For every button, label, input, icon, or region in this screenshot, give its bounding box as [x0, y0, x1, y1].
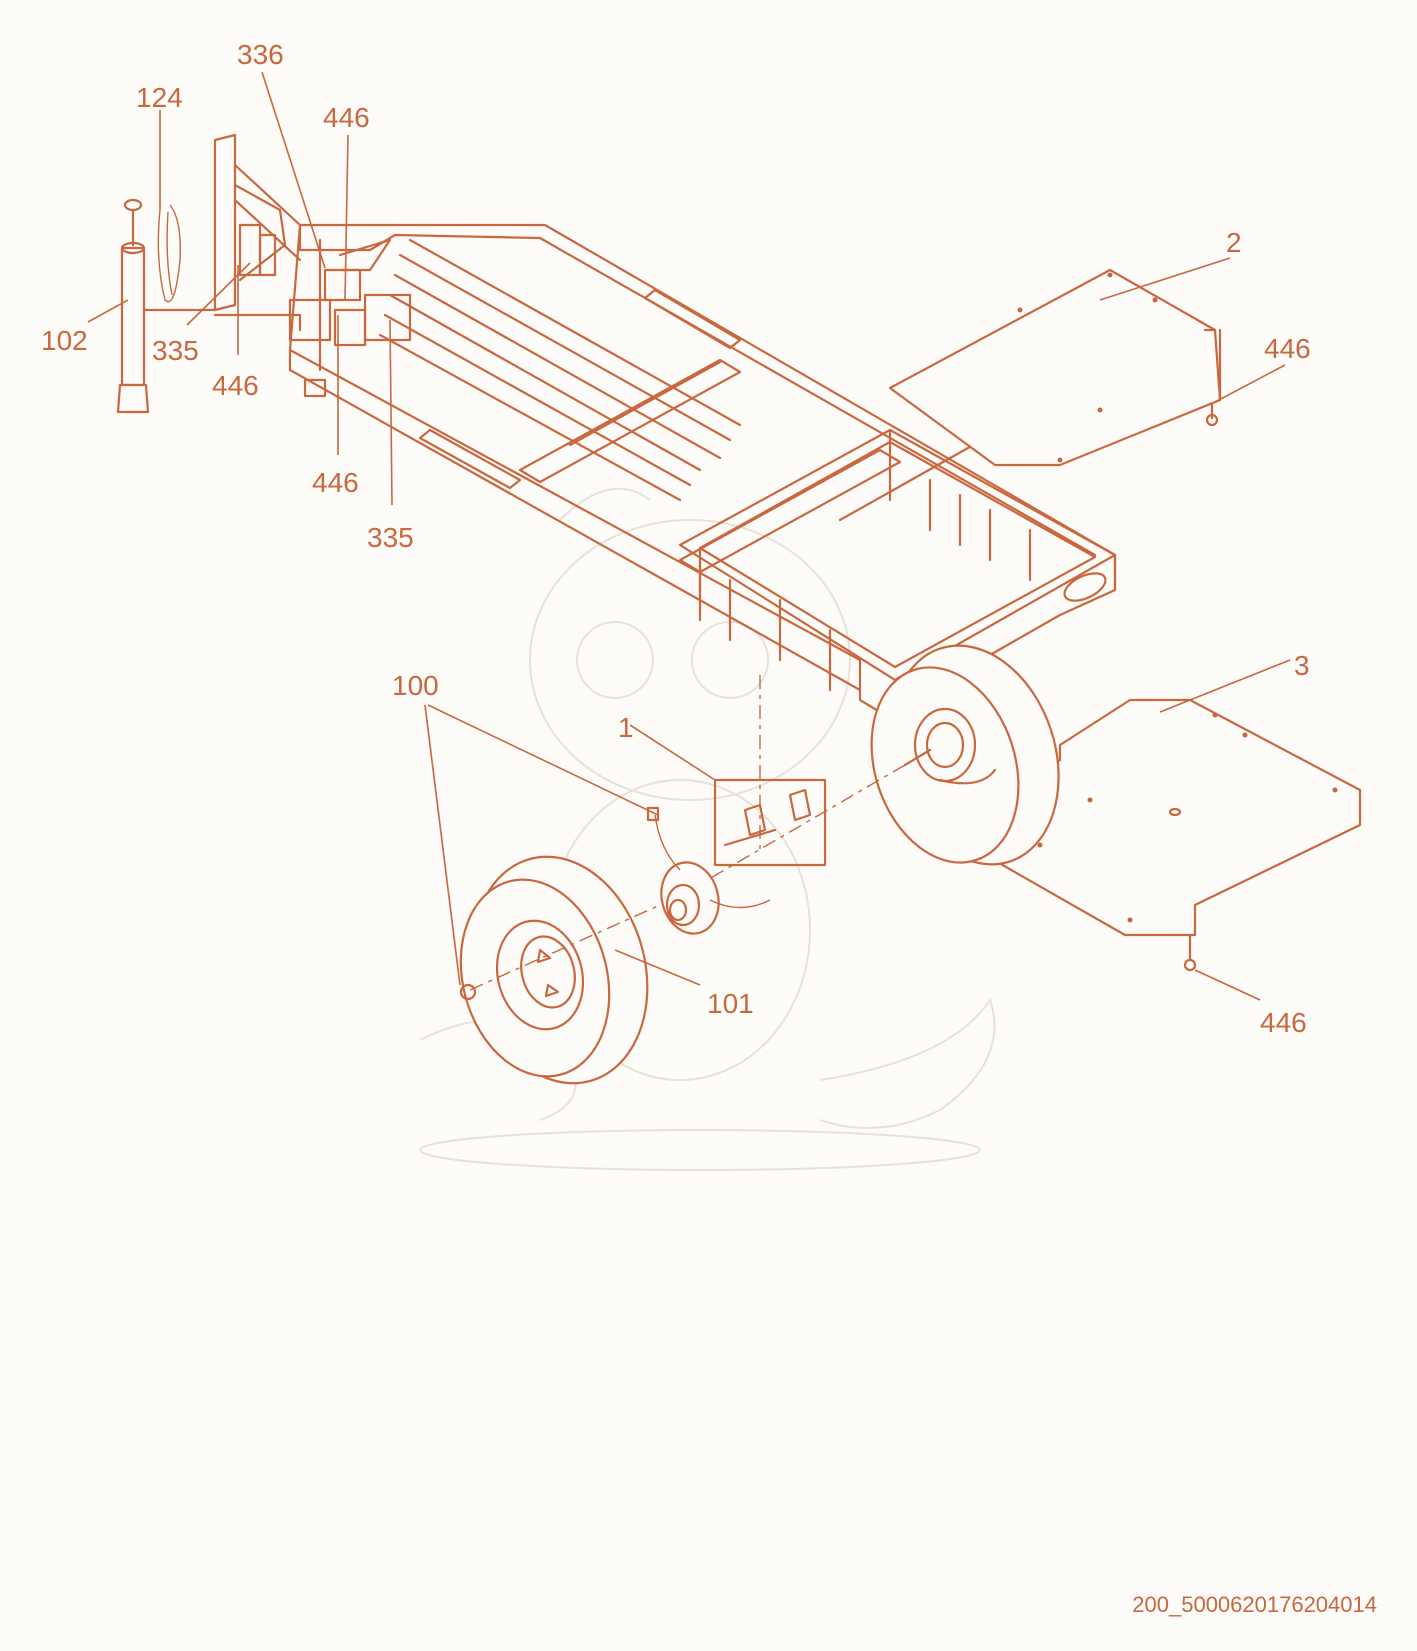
- callout-102: 102: [41, 325, 88, 356]
- callout-101: 101: [707, 988, 754, 1019]
- callout-100: 100: [392, 670, 439, 701]
- callout-446: 446: [312, 467, 359, 498]
- trailer-frame: [288, 223, 1117, 722]
- document-id: 200_5000620176204014: [1132, 1592, 1377, 1617]
- callout-446: 446: [212, 370, 259, 401]
- callout-335: 335: [367, 522, 414, 553]
- callout-3: 3: [1294, 650, 1310, 681]
- hub-brake: [646, 806, 771, 935]
- bolts: [1183, 403, 1219, 972]
- axle: [689, 675, 932, 891]
- wheel-far: [870, 644, 1060, 866]
- deck-plate-lower: [973, 698, 1362, 937]
- deck-plate-upper: [888, 268, 1222, 467]
- callout-124: 124: [136, 82, 183, 113]
- leader-lines: [87, 71, 1291, 1001]
- wheel-near: [459, 855, 661, 1085]
- callout-446: 446: [323, 102, 370, 133]
- callout-1: 1: [618, 712, 634, 743]
- callout-335: 335: [152, 335, 199, 366]
- jack-stand: [116, 198, 217, 414]
- callout-446: 446: [1260, 1007, 1307, 1038]
- callout-336: 336: [237, 39, 284, 70]
- callout-446: 446: [1264, 333, 1311, 364]
- tongue-assembly: [157, 133, 412, 372]
- callout-2: 2: [1226, 227, 1242, 258]
